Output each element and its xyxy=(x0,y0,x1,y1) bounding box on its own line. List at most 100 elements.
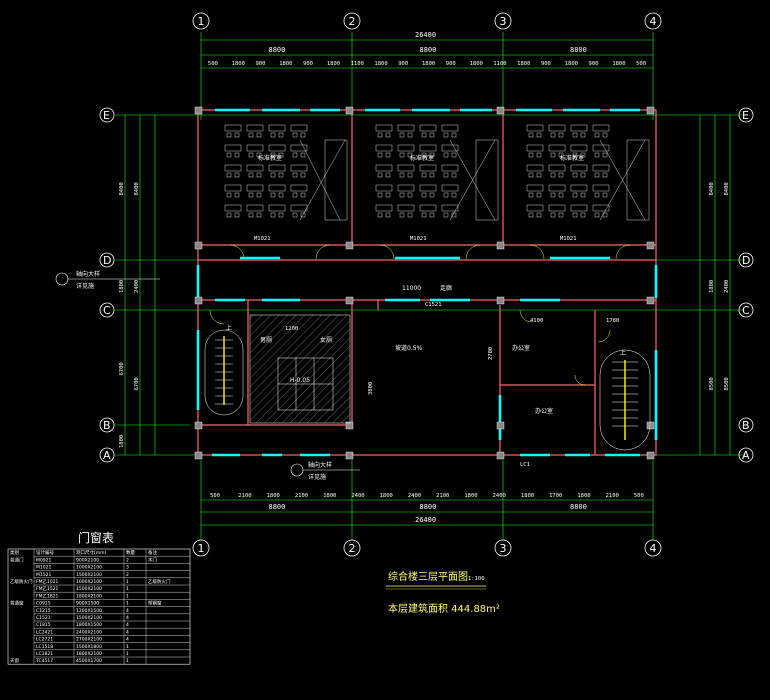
desk xyxy=(268,184,286,192)
chair xyxy=(248,192,254,198)
table-cell: 2 xyxy=(126,572,129,578)
dim-right-outer: 8500 xyxy=(709,377,715,390)
room-label-2: 标准教室 xyxy=(410,154,434,162)
chair xyxy=(292,192,298,198)
table-cell: 1 xyxy=(126,651,129,657)
corridor-label: 走廊 xyxy=(440,284,452,292)
chair xyxy=(550,212,556,218)
table-header-cell: 数量 xyxy=(126,549,135,556)
chair xyxy=(451,132,457,138)
desk xyxy=(592,184,610,192)
dim-bay-bottom: 8800 xyxy=(269,503,286,511)
axis-bubble-col-4 xyxy=(644,12,662,30)
chair xyxy=(429,172,435,178)
table-cell: 1 xyxy=(126,601,129,607)
axis-label-col-2: 2 xyxy=(349,15,356,28)
desk xyxy=(419,204,437,212)
dim-bottom-detail: 1700 xyxy=(549,493,562,499)
dim-4100: 4100 xyxy=(530,318,543,324)
dim-top-detail: 1800 xyxy=(327,61,340,67)
desk xyxy=(419,144,437,152)
table-cell: 乙级防火门 xyxy=(10,578,33,585)
dim-bottom-detail: 2100 xyxy=(606,493,619,499)
desk xyxy=(375,164,393,172)
desk xyxy=(548,204,566,212)
door-tag-2: M1021 xyxy=(410,236,427,242)
dim-left-outer: 6700 xyxy=(119,362,125,375)
desk xyxy=(397,124,415,132)
chair xyxy=(256,152,262,158)
svg-text:轴向大样: 轴向大样 xyxy=(76,270,100,278)
dim-bay-top: 8800 xyxy=(269,46,286,54)
chair xyxy=(377,152,383,158)
dim-total-top: 26400 xyxy=(415,31,436,39)
table-cell: LC2721 xyxy=(36,637,53,643)
dim-bottom-detail: 2100 xyxy=(238,493,251,499)
chair xyxy=(536,212,542,218)
table-cell: LC1821 xyxy=(36,651,53,657)
desk xyxy=(224,144,242,152)
chair xyxy=(536,192,542,198)
axis-bubble-col-1 xyxy=(192,12,210,30)
desk xyxy=(290,204,308,212)
table-cell: M1021 xyxy=(36,565,51,571)
desk xyxy=(224,164,242,172)
table-cell: FM乙1021 xyxy=(36,578,59,585)
chair xyxy=(594,212,600,218)
table-cell: 4 xyxy=(126,637,129,643)
desk xyxy=(290,164,308,172)
svg-text:详见施: 详见施 xyxy=(76,282,94,290)
desk xyxy=(397,184,415,192)
dim-top-detail: 900 xyxy=(398,61,408,67)
chair xyxy=(594,152,600,158)
table-cell: 普通门 xyxy=(10,556,24,563)
chair xyxy=(226,152,232,158)
structural-column xyxy=(194,451,203,460)
desk xyxy=(592,204,610,212)
chair xyxy=(248,152,254,158)
room-label-office-a: 办公室 xyxy=(512,344,530,352)
dim-bottom-detail: 2100 xyxy=(295,493,308,499)
axis-label-row-C: C xyxy=(103,304,111,317)
chair xyxy=(580,172,586,178)
structural-column xyxy=(646,241,655,250)
chair xyxy=(602,192,608,198)
dim-left-outer: 8400 xyxy=(119,182,125,195)
desk xyxy=(548,184,566,192)
table-cell: 普通窗 xyxy=(10,600,24,607)
desk xyxy=(375,144,393,152)
table-cell: C1815 xyxy=(36,622,51,628)
table-cell: 1800X1500 xyxy=(76,622,102,628)
chair xyxy=(256,132,262,138)
desk xyxy=(397,144,415,152)
dim-bottom-detail: 2400 xyxy=(408,493,421,499)
chair xyxy=(300,172,306,178)
chair xyxy=(580,212,586,218)
chair xyxy=(234,152,240,158)
dim-top-detail: 1800 xyxy=(279,61,292,67)
dim-top-detail: 900 xyxy=(303,61,313,67)
table-cell: 1800X2100 xyxy=(76,593,102,599)
table-cell: 1500X2100 xyxy=(76,615,102,621)
axis-bubble-col-3 xyxy=(494,539,512,557)
chair xyxy=(226,192,232,198)
axis-label-row-A: A xyxy=(742,449,750,462)
chair xyxy=(278,172,284,178)
table-header-cell: 类别 xyxy=(10,549,19,556)
dim-top-detail: 900 xyxy=(255,61,265,67)
desk xyxy=(224,184,242,192)
chair xyxy=(292,132,298,138)
table-cell: 4 xyxy=(126,615,129,621)
table-cell: 1 xyxy=(126,586,129,592)
table-cell: 2400X2100 xyxy=(76,629,102,635)
corridor-dim: 11000 xyxy=(402,285,421,292)
table-cell: M1521 xyxy=(36,572,51,578)
desk xyxy=(375,204,393,212)
dim-left-inner: 8400 xyxy=(134,182,140,195)
dim-bottom-detail: 500 xyxy=(634,493,644,499)
chair xyxy=(377,212,383,218)
chair xyxy=(443,132,449,138)
chair xyxy=(528,152,534,158)
